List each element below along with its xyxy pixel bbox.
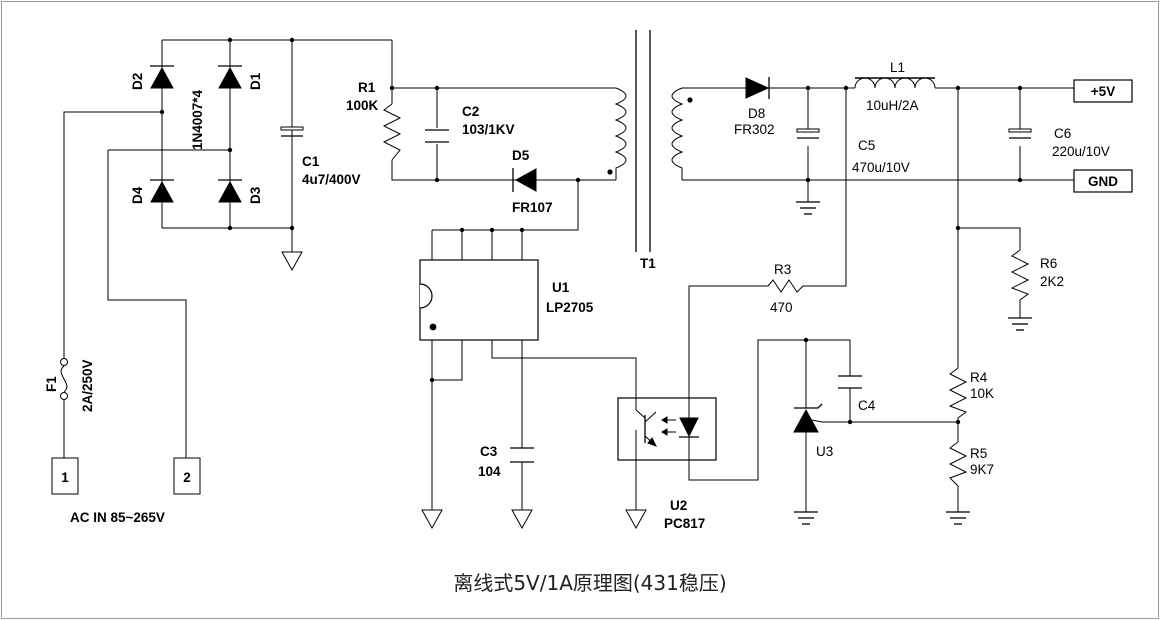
label-c3-value: 104: [478, 464, 501, 479]
label-f1: F1: [44, 376, 59, 392]
label-d8: D8: [748, 106, 765, 121]
ic-u1: [419, 227, 637, 530]
secondary-output: [682, 77, 1133, 368]
diode-d1: [218, 65, 242, 89]
diagram-caption: 离线式5V/1A原理图(431稳压): [453, 571, 726, 595]
diode-d2: [150, 65, 174, 89]
label-u1-value: LP2705: [546, 300, 594, 315]
diode-d4: [150, 179, 174, 203]
label-c4: C4: [858, 398, 876, 413]
optocoupler-u2: [617, 88, 850, 530]
terminal-gnd-label: GND: [1088, 174, 1118, 189]
label-u1: U1: [552, 280, 570, 295]
label-l1: L1: [890, 60, 905, 75]
resistor-r3: [767, 279, 806, 293]
label-r6-value: 2K2: [1040, 274, 1064, 289]
label-r6: R6: [1040, 256, 1057, 271]
regulator-u3: [793, 337, 958, 525]
resistor-r6: [955, 225, 1032, 331]
label-u3: U3: [816, 444, 833, 459]
labels: D2 D1 1N4007*4 D4 D3 C1 4u7/400V R1 100K…: [44, 60, 1118, 595]
label-u2: U2: [670, 498, 687, 513]
label-d4: D4: [130, 186, 145, 204]
label-c3: C3: [480, 444, 498, 459]
label-f1-value: 2A/250V: [80, 359, 95, 412]
label-c6-value: 220u/10V: [1052, 144, 1110, 159]
label-ac-in: AC IN 85~265V: [70, 510, 165, 525]
terminal-2: [173, 457, 201, 495]
terminal-1: [51, 457, 79, 495]
transformer-t1: [607, 30, 693, 252]
label-d5: D5: [512, 148, 530, 163]
ground-c1: [281, 251, 303, 272]
terminal-pos-label: +5V: [1091, 84, 1115, 99]
label-u2-value: PC817: [664, 516, 705, 531]
divider-r4-r5: [946, 367, 970, 525]
label-r3-value: 470: [770, 300, 793, 315]
label-d2: D2: [130, 73, 145, 90]
label-r5: R5: [970, 446, 987, 461]
label-r1-value: 100K: [346, 98, 379, 113]
diode-d3: [218, 179, 242, 203]
label-d5-value: FR107: [512, 200, 553, 215]
label-l1-value: 10uH/2A: [866, 98, 919, 113]
label-r1: R1: [358, 80, 376, 95]
label-c1: C1: [302, 154, 320, 169]
label-d3: D3: [248, 186, 263, 204]
label-bridge: 1N4007*4: [190, 89, 205, 150]
fuse-f1: [60, 358, 68, 400]
label-t1: T1: [640, 256, 656, 271]
bridge-rectifier: [63, 37, 392, 458]
label-r5-value: 9K7: [970, 462, 994, 477]
terminal-2-label: 2: [183, 470, 191, 485]
label-c5: C5: [858, 138, 875, 153]
label-r4-value: 10K: [970, 386, 994, 401]
terminal-1-label: 1: [61, 470, 69, 485]
label-c2-value: 103/1KV: [462, 122, 515, 137]
label-c6: C6: [1054, 126, 1071, 141]
label-c5-value: 470u/10V: [852, 160, 910, 175]
label-r4: R4: [970, 370, 988, 385]
snubber-network: [382, 40, 616, 231]
capacitor-c1: [280, 40, 304, 228]
label-c2: C2: [462, 104, 479, 119]
label-d8-value: FR302: [734, 122, 775, 137]
label-d1: D1: [248, 72, 263, 90]
label-c1-value: 4u7/400V: [302, 172, 361, 187]
label-r3: R3: [774, 262, 791, 277]
